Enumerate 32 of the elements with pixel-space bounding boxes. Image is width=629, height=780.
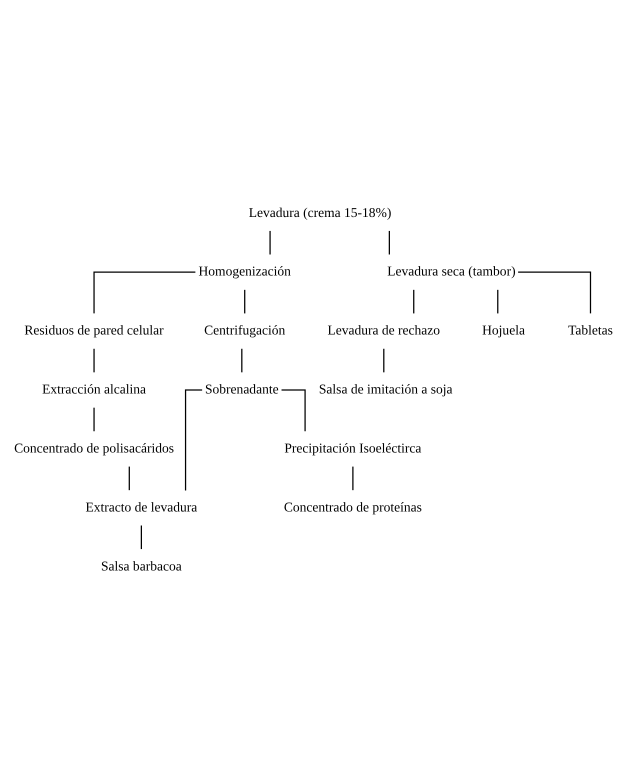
connector bbox=[244, 290, 246, 314]
connector bbox=[282, 389, 306, 432]
node-text: Homogenización bbox=[198, 264, 291, 279]
connector bbox=[140, 526, 142, 550]
node-text: Extracto de levadura bbox=[85, 499, 198, 514]
connector bbox=[93, 348, 95, 372]
connector bbox=[241, 348, 242, 372]
connector bbox=[93, 272, 196, 314]
connector bbox=[388, 230, 390, 254]
node-text: Levadura seca (tambor) bbox=[387, 264, 516, 279]
connector bbox=[413, 290, 414, 314]
node-text: Salsa barbacoa bbox=[101, 558, 182, 574]
connector bbox=[269, 230, 271, 254]
connector bbox=[518, 272, 592, 314]
node-text: Tabletas bbox=[568, 322, 613, 338]
connector bbox=[184, 389, 202, 490]
connector bbox=[352, 466, 354, 490]
node-text: Precipitación Isoeléctirca bbox=[284, 440, 422, 456]
connector bbox=[128, 466, 130, 490]
node-text: Hojuela bbox=[482, 322, 525, 338]
node-text: Concentrado de polisacáridos bbox=[14, 440, 174, 456]
node-text: Extracción alcalina bbox=[42, 382, 146, 397]
connector bbox=[497, 290, 498, 314]
node-text: Concentrado de proteínas bbox=[284, 499, 422, 514]
node-text: Levadura (crema 15-18%) bbox=[248, 204, 392, 220]
node-text: Centrifugación bbox=[204, 322, 286, 338]
node-text: Sobrenadante bbox=[205, 382, 279, 397]
node-text: Levadura de rechazo bbox=[328, 322, 440, 338]
node-text: Salsa de imitación a soja bbox=[318, 382, 453, 397]
connector bbox=[383, 348, 384, 372]
node-text: Residuos de pared celular bbox=[24, 322, 164, 338]
connector bbox=[93, 408, 95, 432]
